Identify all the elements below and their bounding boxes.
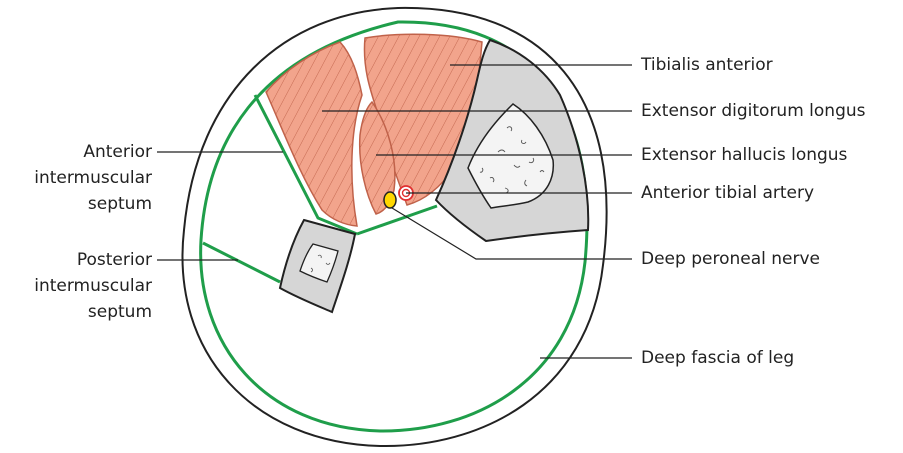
label-extensor-digitorum-longus: Extensor digitorum longus	[641, 98, 866, 124]
label-anterior-intermuscular-septum: Anterior intermuscular septum	[34, 139, 152, 217]
label-posterior-intermuscular-septum: Posterior intermuscular septum	[34, 247, 152, 325]
deep-peroneal-nerve	[384, 192, 396, 208]
label-posterior-line-1: Posterior	[34, 247, 152, 273]
label-anterior-line-1: Anterior	[34, 139, 152, 165]
label-posterior-line-2: intermuscular	[34, 273, 152, 299]
label-anterior-tibial-artery: Anterior tibial artery	[641, 180, 814, 206]
label-deep-fascia-of-leg: Deep fascia of leg	[641, 345, 794, 371]
label-anterior-line-3: septum	[34, 191, 152, 217]
label-anterior-line-2: intermuscular	[34, 165, 152, 191]
label-posterior-line-3: septum	[34, 299, 152, 325]
label-extensor-hallucis-longus: Extensor hallucis longus	[641, 142, 847, 168]
label-tibialis-anterior: Tibialis anterior	[641, 52, 773, 78]
label-deep-peroneal-nerve: Deep peroneal nerve	[641, 246, 820, 272]
